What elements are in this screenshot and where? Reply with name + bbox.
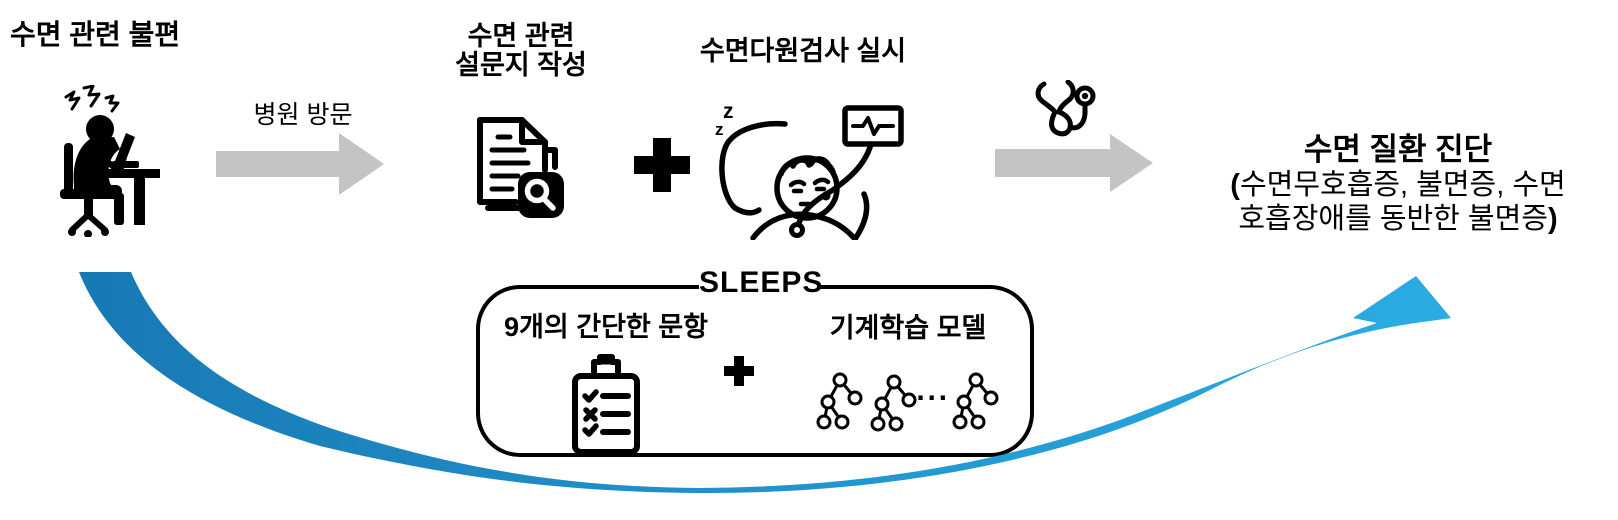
questions-label: 9개의 간단한 문항 [504, 312, 708, 342]
sleep-z-small: z [715, 120, 724, 139]
sleep-z-large: z [723, 100, 734, 123]
x-icon [583, 407, 598, 422]
check-icon [582, 389, 599, 403]
right-arrow-icon [995, 134, 1153, 192]
stage1-title: 수면 관련 불편 [10, 19, 181, 50]
diagnosis-block: 수면 질환 진단 (수면무호흡증, 불면증, 수면 호흡장애를 동반한 불면증) [1190, 132, 1606, 236]
stage3-title: 수면다원검사 실시 [699, 36, 907, 66]
check-icon [582, 423, 599, 437]
diagnosis-detail-line1: (수면무호흡증, 불면증, 수면 [1230, 169, 1566, 201]
plus-icon [634, 138, 690, 192]
stage2-title: 수면 관련 설문지 작성 [411, 22, 631, 80]
sleeps-box-title: SLEEPS [699, 266, 824, 300]
person-at-desk-icon [60, 85, 160, 237]
model-label: 기계학습 모델 [829, 313, 987, 343]
right-arrow-icon [216, 133, 384, 195]
search-badge [518, 172, 564, 218]
plus-icon [724, 356, 754, 386]
stress-bolts-icon [64, 85, 120, 113]
diagnosis-title: 수면 질환 진단 [1303, 132, 1493, 167]
stage2-title-line1: 수면 관련 [467, 21, 575, 51]
diagnosis-detail-line2: 호흡장애를 동반한 불면증) [1238, 203, 1558, 235]
paren-close: ) [1547, 203, 1558, 235]
polysomnography-icon: z z [715, 100, 904, 240]
visit-arrow-label: 병원 방문 [253, 101, 353, 129]
waveform [851, 116, 895, 136]
pillow-outline [719, 120, 788, 211]
sleeps-shortcut-arrow-icon [79, 272, 1451, 494]
ellipsis: ··· [916, 384, 949, 412]
stage2-title-line2: 설문지 작성 [455, 50, 587, 80]
paren-open: ( [1230, 169, 1240, 201]
search-icon [524, 178, 556, 211]
stethoscope-icon [1035, 80, 1096, 137]
decision-trees-icon: ··· [816, 372, 999, 432]
questionnaire-document-icon [477, 117, 564, 218]
checklist-clipboard-icon [572, 354, 640, 455]
